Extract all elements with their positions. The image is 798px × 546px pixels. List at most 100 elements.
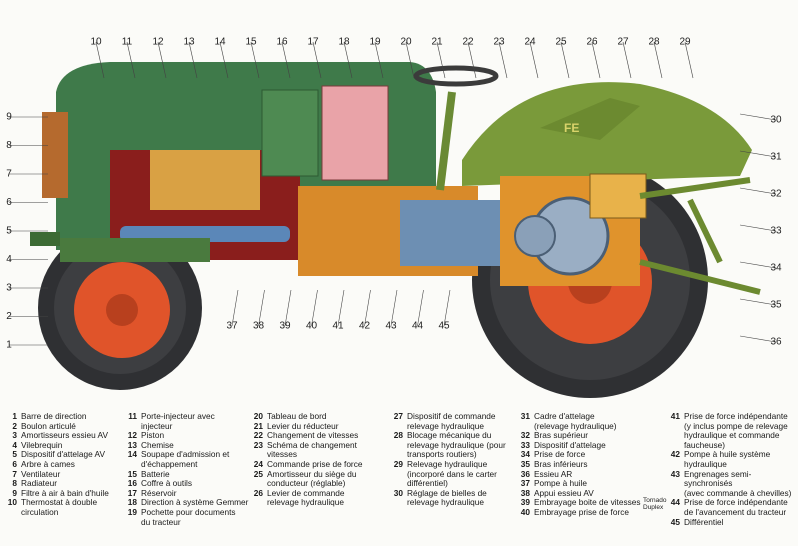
- rear-linkage: [639, 177, 761, 295]
- steering-column: [436, 91, 456, 191]
- callout-number: 35: [770, 300, 782, 311]
- legend-text: Pochette pour documents du tracteur: [141, 506, 236, 527]
- legend-number: 16: [127, 478, 137, 489]
- leader-line: [591, 41, 601, 79]
- legend-number: 2: [12, 420, 17, 431]
- legend-number: 24: [253, 458, 263, 469]
- legend-number: 36: [520, 468, 530, 479]
- leader-line: [684, 41, 694, 79]
- legend-text: Amortisseur du siège du conducteur (régl…: [267, 468, 357, 489]
- leader-line: [390, 289, 398, 327]
- callout-number: 18: [338, 37, 350, 48]
- leader-line: [739, 187, 777, 195]
- legend-number: 23: [253, 439, 263, 450]
- front-axle-frame: [60, 238, 210, 262]
- legend-text: Schéma de changement vitesses: [267, 439, 357, 460]
- legend-number: 27: [393, 411, 403, 421]
- leader-line: [374, 41, 384, 79]
- leader-line: [126, 41, 136, 79]
- callout-number: 28: [648, 37, 660, 48]
- callout-number: 19: [369, 37, 381, 48]
- callout-number: 38: [253, 321, 265, 332]
- legend-number: 17: [127, 487, 137, 498]
- legend-item: 19 Pochette pour documents du tracteur: [124, 506, 248, 527]
- steering-wheel: [413, 65, 499, 87]
- legend-text: Amortisseurs essieu AV: [21, 430, 108, 441]
- leader-line: [436, 41, 446, 79]
- legend-text: Levier de commande relevage hydraulique: [267, 487, 345, 508]
- legend-text: Prise de force: [534, 449, 586, 460]
- legend-number: 33: [520, 439, 530, 450]
- callout-number: 2: [6, 311, 12, 322]
- callout-number: 36: [770, 337, 782, 348]
- legend-text: Relevage hydraulique (incorporé dans le …: [407, 458, 497, 489]
- callout-number: 34: [770, 263, 782, 274]
- legend-text: Pompe à huile: [534, 478, 588, 489]
- callout-number: 32: [770, 189, 782, 200]
- legend-item: 17 Réservoir: [124, 487, 248, 499]
- legend-text: Direction à système Gemmer: [141, 497, 249, 508]
- leader-line: [443, 289, 451, 327]
- legend-number: 5: [12, 449, 17, 460]
- cylinders: [150, 150, 260, 210]
- legend-number: 21: [253, 420, 263, 431]
- legend-text: Embrayage prise de force: [534, 506, 630, 517]
- callout-number: 5: [6, 226, 12, 237]
- leader-line: [250, 41, 260, 79]
- tool-box: [261, 89, 319, 177]
- legend-number: 1: [12, 411, 17, 421]
- legend-number: 12: [127, 430, 137, 441]
- callout-number: 21: [431, 37, 443, 48]
- legend-text: Différentiel: [684, 516, 724, 527]
- leader-line: [498, 41, 508, 79]
- legend-item: 5 Dispositif d'attelage AV: [4, 450, 109, 460]
- legend-text: Prise de force indépendante de l'avancem…: [684, 497, 788, 517]
- legend-number: 34: [520, 449, 530, 460]
- legend-number: 4: [12, 439, 17, 450]
- legend-item: 45 Différentiel: [667, 516, 798, 528]
- legend-text: Radiateur: [21, 478, 57, 489]
- callout-number: 11: [122, 37, 133, 48]
- legend-number: 45: [670, 516, 680, 527]
- legend-number: 39: [520, 497, 530, 508]
- legend-number: 20: [253, 411, 263, 421]
- legend-text: Dispositif d'attelage AV: [21, 449, 105, 460]
- leader-line: [622, 41, 632, 79]
- callout-number: 40: [306, 321, 318, 332]
- legend-text: Engrenages semi-synchronisés (avec comma…: [684, 468, 792, 498]
- legend-number: 7: [12, 468, 17, 479]
- hood-brand-text: FE: [564, 121, 579, 135]
- legend-text: Soupape d'admission et d'échappement: [141, 449, 230, 469]
- legend-text: Chemise: [141, 439, 174, 450]
- legend-number: 31: [520, 411, 530, 421]
- legend-number: 18: [127, 497, 137, 508]
- callout-number: 26: [586, 37, 598, 48]
- callout-number: 13: [183, 37, 195, 48]
- legend-number: 9: [12, 487, 17, 498]
- callout-number: 8: [6, 140, 12, 151]
- leader-line: [337, 289, 345, 327]
- legend-text: Réservoir: [141, 487, 177, 498]
- callout-number: 33: [770, 226, 782, 237]
- legend-number: 6: [12, 458, 17, 469]
- legend-number: 19: [127, 506, 137, 517]
- front-hitch: [30, 232, 60, 246]
